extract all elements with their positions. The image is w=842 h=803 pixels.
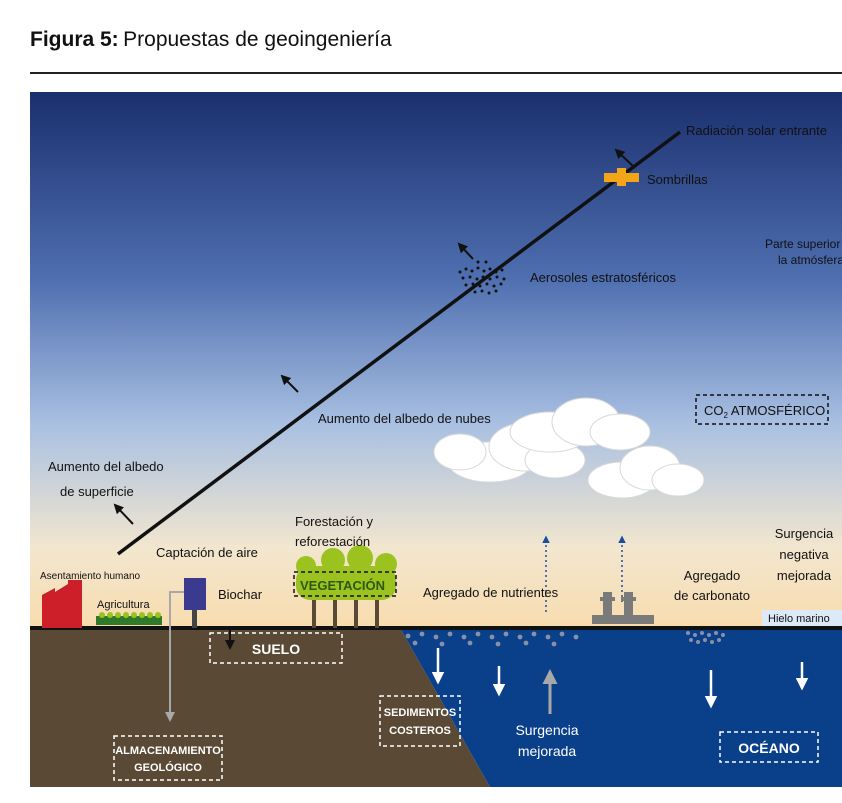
air-capture-icon xyxy=(184,578,206,628)
sunshade-icon xyxy=(604,168,639,186)
figure-label: Figura 5: xyxy=(30,28,119,51)
sea-ice-icon xyxy=(762,610,842,626)
coastal-sediments-label-line2: COSTEROS xyxy=(389,725,451,737)
solar-radiation-line xyxy=(116,130,682,556)
reflection-arrow-aerosols xyxy=(457,242,474,260)
afforestation-label-line1: Forestación y xyxy=(295,514,374,529)
reflection-arrow-sunshades xyxy=(614,148,635,168)
ocean-water xyxy=(400,628,842,787)
soil-label: SUELO xyxy=(252,641,300,657)
co2-atmospheric-box xyxy=(695,394,829,425)
reflection-arrow-surface xyxy=(113,503,134,525)
figure-title: Figura 5: Propuestas de geoingeniería xyxy=(30,28,820,72)
incoming-solar-label: Radiación solar entrante xyxy=(686,123,827,138)
cloud-icon xyxy=(509,397,651,453)
geological-storage-label-line2: GEOLÓGICO xyxy=(134,761,202,774)
ocean-label: OCÉANO xyxy=(738,740,800,756)
ocean-box xyxy=(719,731,819,763)
upwelling-down-label-line2: negativa xyxy=(779,547,829,562)
biochar-label: Biochar xyxy=(218,587,263,602)
stratospheric-aerosols-label: Aerosoles estratosféricos xyxy=(530,270,676,285)
upwelling-down-label-line1: Surgencia xyxy=(775,526,834,541)
geological-storage-box xyxy=(113,735,223,781)
human-settlement-label: Asentamiento humano xyxy=(40,571,141,582)
surface-albedo-label-line2: de superficie xyxy=(60,484,134,499)
co2-atmospheric-label: CO2 ATMOSFÉRICO xyxy=(704,403,825,420)
title-divider xyxy=(30,72,842,74)
coastal-sediments-label-line1: SEDIMENTOS xyxy=(384,707,457,719)
figure-title-text: Propuestas de geoingeniería xyxy=(123,28,392,51)
enhanced-upwelling-label-line2: mejorada xyxy=(518,743,577,759)
carbonate-particles-icon xyxy=(686,631,725,644)
enhanced-upwelling-label-line1: Surgencia xyxy=(515,722,578,738)
nutrient-particles-icon xyxy=(405,631,579,647)
upwelling-down-label-line3: mejorada xyxy=(777,568,832,583)
cloud-albedo-label: Aumento del albedo de nubes xyxy=(318,411,491,426)
carbonate-addition-label-line2: de carbonato xyxy=(674,588,750,603)
sea-ice-label: Hielo marino xyxy=(768,613,830,625)
geoengineering-diagram: Radiación solar entrante Sombrillas Part… xyxy=(30,92,842,787)
nutrient-addition-label: Agregado de nutrientes xyxy=(423,585,559,600)
upper-atmosphere-label-line1: Parte superior de xyxy=(765,237,842,251)
surface-albedo-label-line1: Aumento del albedo xyxy=(48,459,164,474)
afforestation-label-line2: reforestación xyxy=(295,534,370,549)
soil-land xyxy=(30,628,490,787)
soil-box xyxy=(209,632,343,664)
upper-atmosphere-label-line2: la atmósfera xyxy=(778,253,842,267)
agriculture-label: Agricultura xyxy=(97,599,150,611)
air-capture-label: Captación de aire xyxy=(156,545,258,560)
geological-storage-label-line1: ALMACENAMIENTO xyxy=(115,745,221,757)
sky-background xyxy=(30,92,842,628)
diagram-svg: Radiación solar entrante Sombrillas Part… xyxy=(30,92,842,787)
air-capture-storage-arrow xyxy=(165,591,184,722)
trees-icon xyxy=(296,545,397,628)
carbonate-addition-label-line1: Agregado xyxy=(684,568,740,583)
crops-icon xyxy=(96,612,162,625)
reflection-arrow-clouds xyxy=(280,374,299,393)
coastal-sediments-box xyxy=(379,695,461,747)
offshore-platform-icon xyxy=(592,592,654,624)
factory-icon xyxy=(42,580,82,628)
sunshades-label: Sombrillas xyxy=(647,172,708,187)
vegetation-box xyxy=(293,571,397,597)
vegetation-label: VEGETACIÓN xyxy=(300,578,385,593)
cloud-icon xyxy=(587,445,705,499)
aerosol-particles-icon xyxy=(458,260,506,295)
